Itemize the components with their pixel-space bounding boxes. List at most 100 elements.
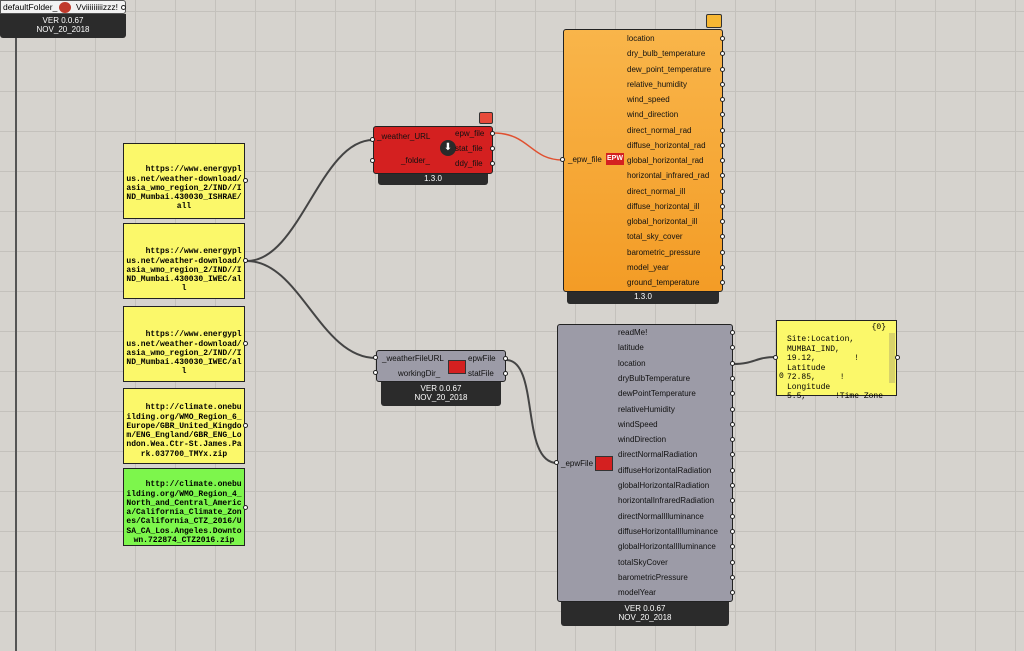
gray-small-output-statfile[interactable]: statFile (468, 369, 494, 378)
orange-output-grip-4[interactable] (720, 97, 725, 102)
gray-small-output-epwfile[interactable]: epwFile (468, 354, 496, 363)
gray-large-output-grip-1[interactable] (730, 345, 735, 351)
orange-output-grip-0[interactable] (720, 36, 725, 41)
orange-output-grip-15[interactable] (720, 264, 725, 270)
orange-output-13[interactable]: total_sky_cover (627, 232, 683, 242)
orange-output-grip-1[interactable] (720, 51, 725, 57)
output-panel-input-grip[interactable] (773, 355, 778, 360)
orange-output-grip-2[interactable] (720, 66, 725, 72)
orange-output-grip-5[interactable] (720, 112, 725, 118)
red-grip-2[interactable] (490, 146, 495, 151)
gray-large-output-grip-2[interactable] (730, 360, 735, 366)
gray-large-output-grip-8[interactable] (730, 452, 735, 458)
red-grip-1[interactable] (490, 131, 495, 136)
panel-scrollbar[interactable] (889, 333, 895, 383)
orange-output-grip-3[interactable] (720, 81, 725, 87)
gray-large-output-grip-11[interactable] (730, 498, 735, 504)
url-panel-5[interactable]: http://climate.onebuilding.org/WMO_Regio… (123, 468, 245, 546)
gray-large-output-grip-14[interactable] (730, 544, 735, 550)
gray-large-output-3[interactable]: dryBulbTemperature (618, 373, 691, 383)
orange-output-14[interactable]: barometric_pressure (627, 247, 701, 257)
orange-output-7[interactable]: diffuse_horizontal_rad (627, 140, 706, 150)
gray-large-output-11[interactable]: horizontalInfraredRadiation (618, 496, 715, 506)
gray-large-output-2[interactable]: location (618, 358, 646, 368)
gray-large-output-7[interactable]: windDirection (618, 435, 667, 445)
orange-output-15[interactable]: model_year (627, 262, 669, 272)
panel-5-output-grip[interactable] (243, 505, 248, 510)
orange-output-11[interactable]: diffuse_horizontal_ill (627, 201, 700, 211)
gray-small-grip-2[interactable] (503, 371, 508, 376)
gray-small-grip-1[interactable] (503, 356, 508, 361)
red-output-stat-file[interactable]: stat_file (455, 144, 483, 153)
gray-large-output-grip-0[interactable] (730, 330, 735, 335)
gray-large-output-grip-16[interactable] (730, 574, 735, 580)
orange-output-grip-6[interactable] (720, 127, 725, 133)
orange-output-grip-9[interactable] (720, 173, 725, 179)
gray-large-output-16[interactable]: barometricPressure (618, 572, 688, 582)
gray-large-output-12[interactable]: directNormalIlluminance (618, 511, 704, 521)
orange-output-grip-12[interactable] (720, 219, 725, 224)
node-output-grip[interactable] (121, 5, 126, 10)
red-input-grip-1[interactable] (370, 137, 375, 142)
gray-large-input-epwfile[interactable]: _epwFile (561, 459, 594, 468)
gray-large-output-17[interactable]: modelYear (618, 588, 656, 598)
gray-large-output-grip-10[interactable] (730, 483, 735, 488)
red-output-ddy-file[interactable]: ddy_file (455, 159, 483, 168)
gray-large-output-grip-15[interactable] (730, 559, 735, 565)
gray-large-output-grip-4[interactable] (730, 391, 735, 397)
gray-large-output-6[interactable]: windSpeed (618, 419, 658, 429)
orange-output-16[interactable]: ground_temperature (627, 278, 700, 287)
orange-output-grip-16[interactable] (720, 280, 725, 285)
orange-output-1[interactable]: dry_bulb_temperature (627, 49, 706, 59)
gray-large-output-grip-7[interactable] (730, 437, 735, 443)
gray-large-output-15[interactable]: totalSkyCover (618, 557, 668, 567)
orange-output-8[interactable]: global_horizontal_rad (627, 156, 704, 165)
url-panel-4[interactable]: http://climate.onebuilding.org/WMO_Regio… (123, 388, 245, 464)
gray-large-output-1[interactable]: latitude (618, 343, 644, 353)
orange-output-3[interactable]: relative_humidity (627, 79, 688, 89)
orange-output-grip-10[interactable] (720, 188, 725, 194)
gray-small-input-grip-2[interactable] (373, 370, 378, 375)
orange-output-2[interactable]: dew_point_temperature (627, 64, 712, 74)
gray-large-input-grip[interactable] (554, 460, 559, 465)
gray-large-output-10[interactable]: globalHorizontalRadiation (618, 481, 710, 490)
gray-large-output-4[interactable]: dewPointTemperature (618, 389, 696, 399)
url-panel-3[interactable]: https://www.energyplus.net/weather-downl… (123, 306, 245, 382)
orange-output-grip-14[interactable] (720, 249, 725, 255)
gray-small-input-grip-1[interactable] (373, 355, 378, 360)
gray-small-input-workingdir[interactable]: workingDir_ (398, 369, 441, 378)
gray-large-output-grip-9[interactable] (730, 467, 735, 473)
red-input-grip-2[interactable] (370, 158, 375, 163)
red-input-folder[interactable]: _folder_ (401, 156, 430, 165)
output-panel-output-grip[interactable] (895, 355, 900, 360)
orange-output-9[interactable]: horizontal_infrared_rad (627, 171, 710, 181)
orange-output-12[interactable]: global_horizontal_ill (627, 217, 698, 226)
gray-small-input-url[interactable]: _weatherFileURL (382, 354, 444, 363)
orange-output-grip-8[interactable] (720, 158, 725, 163)
panel-1-output-grip[interactable] (243, 178, 248, 183)
gray-download-component[interactable]: _weatherFileURL workingDir_ epwFile stat… (376, 350, 508, 406)
orange-output-10[interactable]: direct_normal_ill (627, 186, 686, 196)
gray-large-output-grip-17[interactable] (730, 590, 735, 596)
gray-large-output-8[interactable]: directNormalRadiation (618, 450, 698, 460)
red-grip-3[interactable] (490, 161, 495, 166)
orange-input-grip[interactable] (560, 157, 565, 162)
gray-large-output-9[interactable]: diffuseHorizontalRadiation (618, 465, 712, 475)
orange-output-5[interactable]: wind_direction (627, 110, 679, 120)
red-input-weather-url[interactable]: _weather_URL (377, 132, 431, 141)
gray-large-output-5[interactable]: relativeHumidity (618, 404, 675, 414)
gray-large-output-grip-3[interactable] (730, 375, 735, 381)
gray-large-output-grip-12[interactable] (730, 513, 735, 519)
panel-4-output-grip[interactable] (243, 423, 248, 428)
orange-output-grip-11[interactable] (720, 203, 725, 209)
orange-output-4[interactable]: wind_speed (627, 95, 670, 104)
orange-input-epw-file[interactable]: _epw_file (568, 155, 602, 164)
location-output-panel[interactable]: {0} 0 Site:Location,MUMBAI_IND,19.12, !L… (776, 320, 897, 401)
orange-output-0[interactable]: location (627, 34, 655, 43)
gray-large-output-14[interactable]: globalHorizontalIlluminance (618, 542, 716, 552)
red-output-epw-file[interactable]: epw_file (455, 129, 485, 138)
panel-2-output-grip[interactable] (243, 258, 248, 263)
url-panel-1[interactable]: https://www.energyplus.net/weather-downl… (123, 143, 245, 219)
